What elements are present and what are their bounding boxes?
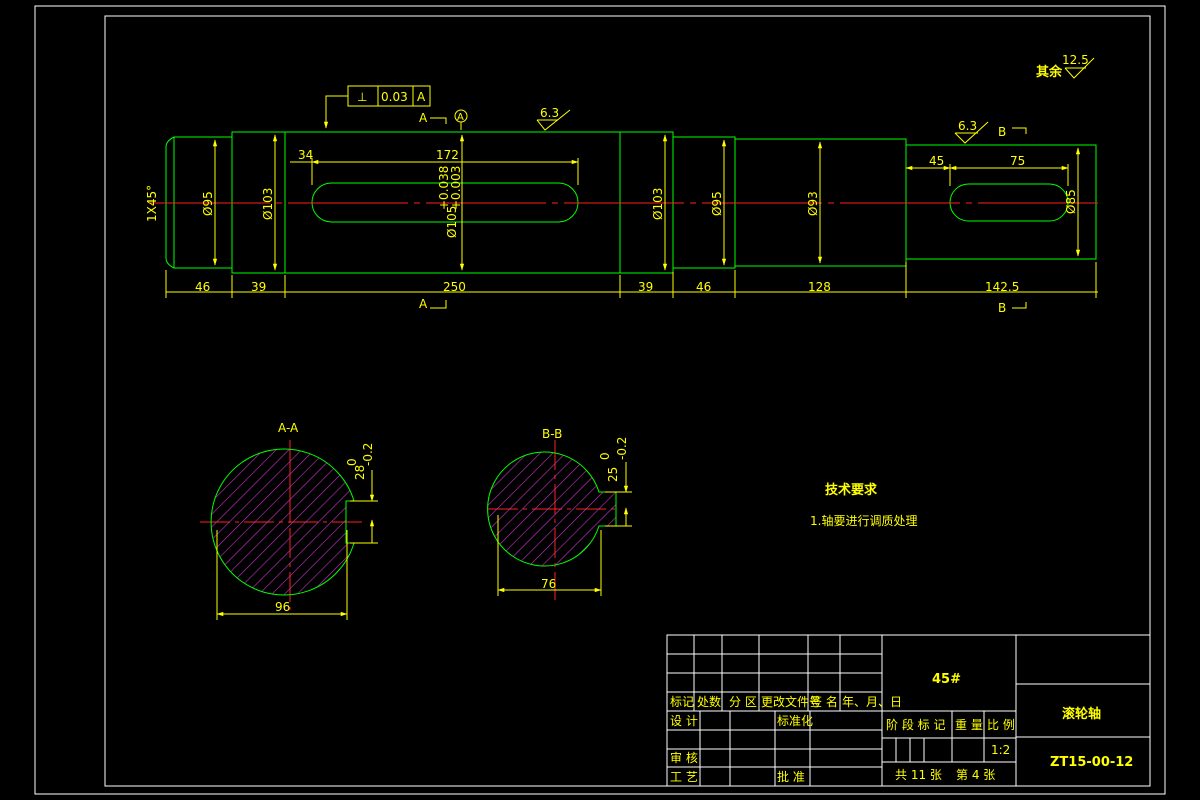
section-a-top: A	[419, 111, 428, 125]
dim-d105: Ø105	[445, 206, 459, 238]
len-128: 128	[808, 280, 831, 294]
outer-frame	[34, 5, 1166, 795]
section-b-title: B-B	[542, 427, 562, 441]
tb-total: 共 11 张	[895, 768, 942, 782]
tb-h-sign: 签 名	[810, 694, 838, 709]
section-a-diameter: 96	[275, 600, 290, 614]
gdt-value: 0.03	[381, 90, 408, 104]
tb-stage: 阶 段 标 记	[886, 717, 945, 732]
tb-h-zone: 分 区	[729, 695, 757, 709]
dim-d95-left: Ø95	[201, 191, 215, 216]
len-39-left: 39	[251, 280, 266, 294]
gdt-leader	[323, 57, 1095, 309]
section-a-depth: 28	[353, 465, 367, 480]
tb-h-count: 处数	[697, 694, 721, 709]
title-block-text: 标记 处数 分 区 更改文件号 签 名 年、月、日 设 计 标准化 审 核 工 …	[670, 672, 1133, 784]
section-b-tol-upper: 0	[598, 452, 612, 460]
tb-design: 设 计	[670, 714, 698, 728]
inner-frame	[104, 15, 1151, 787]
section-b-bottom: B	[998, 301, 1006, 315]
chamfer-label: 1X45°	[145, 185, 159, 222]
section-a: A-A 96 28 0 -0.2	[210, 421, 378, 620]
tb-weight: 重 量	[955, 718, 983, 732]
tb-approve: 批 准	[777, 769, 805, 784]
len-46-right: 46	[696, 280, 711, 294]
len-46-left: 46	[195, 280, 210, 294]
roughness-main: 6.3	[540, 106, 559, 120]
section-a-bottom: A	[419, 297, 428, 311]
tb-h-change: 更改文件号	[761, 694, 821, 709]
tb-material: 45#	[932, 672, 961, 687]
tb-sheet: 第 4 张	[956, 768, 995, 782]
section-a-title: A-A	[278, 421, 299, 435]
tech-req-title: 技术要求	[825, 482, 878, 498]
section-a-tol-upper: 0	[345, 458, 359, 466]
section-b-top: B	[998, 125, 1006, 139]
gdt-datum: A	[417, 90, 426, 104]
len-250: 250	[443, 280, 466, 294]
dim-tol-upper: +0.038	[437, 166, 451, 210]
section-a-tol-lower: -0.2	[361, 443, 375, 466]
dim-d95-right: Ø95	[710, 191, 724, 216]
len-39-right: 39	[638, 280, 653, 294]
tb-part-name: 滚轮轴	[1062, 706, 1101, 722]
section-b-diameter: 76	[541, 577, 556, 591]
shaft-labels: 1X45° Ø95 Ø103 Ø105 +0.038 +0.003 Ø103 Ø…	[145, 53, 1089, 315]
tb-h-mark: 标记	[670, 695, 694, 709]
keyway-b-offset: 45	[929, 154, 944, 168]
datum-label: A	[457, 112, 464, 123]
len-142-5: 142.5	[985, 280, 1019, 294]
dim-d103-right: Ø103	[651, 188, 665, 220]
section-a-body	[210, 448, 355, 596]
section-b-tol-lower: -0.2	[615, 437, 629, 460]
keyway-a-offset: 34	[298, 148, 313, 162]
section-b: B-B 76 25 0 -0.2	[487, 427, 632, 596]
tb-h-date: 年、月、日	[842, 695, 902, 709]
dim-tol-lower: +0.003	[449, 166, 463, 210]
dim-d103-left: Ø103	[261, 188, 275, 220]
roughness-right: 6.3	[958, 119, 977, 133]
dim-d85: Ø85	[1064, 189, 1078, 214]
roughness-other-value: 12.5	[1062, 53, 1089, 67]
dim-d93: Ø93	[806, 191, 820, 216]
length-dim-lines	[165, 158, 1098, 298]
tech-req-item1: 1.轴要进行调质处理	[810, 513, 917, 528]
keyway-b-length: 75	[1010, 154, 1025, 168]
tb-review: 审 核	[670, 750, 698, 765]
keyway-a-length: 172	[436, 148, 459, 162]
section-b-body	[487, 451, 617, 567]
diameter-dim-lines	[212, 134, 1081, 271]
title-block	[666, 634, 1151, 787]
tb-standard: 标准化	[777, 714, 813, 728]
gdt-symbol: ⊥	[357, 90, 367, 104]
tb-scale: 1:2	[991, 743, 1010, 757]
tb-drawing-no: ZT15-00-12	[1050, 755, 1133, 770]
tb-process: 工 艺	[670, 770, 698, 784]
tb-scale-label: 比 例	[987, 718, 1015, 732]
roughness-other-label: 其余	[1036, 64, 1063, 80]
section-b-depth: 25	[606, 467, 620, 482]
